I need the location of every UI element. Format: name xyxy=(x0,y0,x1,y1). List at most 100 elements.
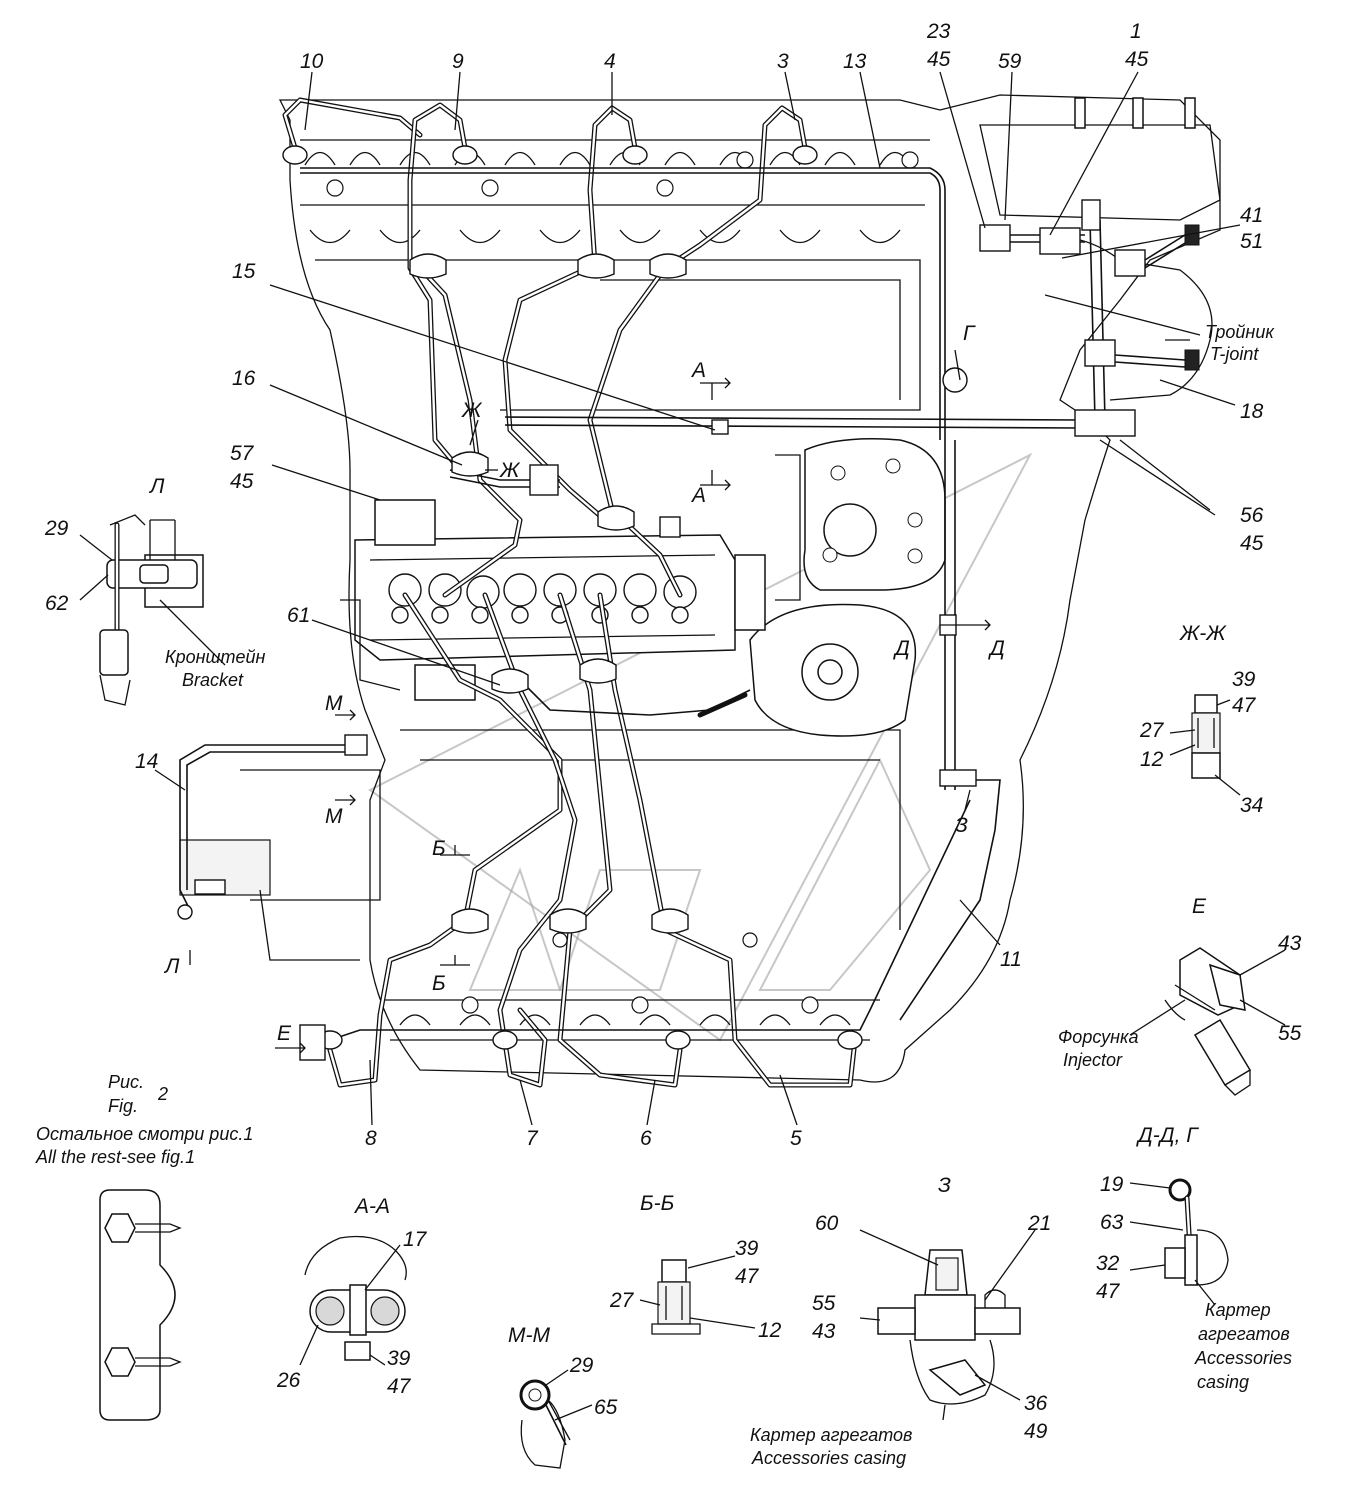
callout-41: 41 xyxy=(1240,204,1263,227)
caption-note-ru: Остальное смотри рис.1 xyxy=(36,1124,253,1144)
view-b-b-label-27: 27 xyxy=(609,1289,635,1312)
section-mark-g: Г xyxy=(963,322,976,345)
view-zh-label-47: 47 xyxy=(1232,694,1257,717)
injector-label-en: Injector xyxy=(1063,1050,1123,1070)
section-mark-b-bottom: Б xyxy=(432,972,446,995)
view-e-label-43: 43 xyxy=(1278,932,1302,955)
bracket-label-ru: Кронштейн xyxy=(165,647,265,667)
leader-lines xyxy=(154,71,1241,1126)
section-mark-l: Л xyxy=(163,955,180,978)
view-zh-label-34: 34 xyxy=(1240,794,1263,817)
detail-bracket-plate xyxy=(99,1189,182,1421)
callout-7: 7 xyxy=(526,1127,539,1150)
callout-45-left: 45 xyxy=(230,470,254,493)
section-mark-zh-right: Ж xyxy=(499,459,521,482)
section-mark-m-bottom: М xyxy=(325,805,343,828)
view-z: З 60 21 55 43 36 49 Картер агрегатов Acc… xyxy=(750,1174,1051,1468)
view-e-label-55: 55 xyxy=(1278,1022,1302,1045)
section-mark-d-left: Д xyxy=(893,637,910,660)
callout-5: 5 xyxy=(790,1127,802,1150)
view-d-label-47: 47 xyxy=(1096,1280,1121,1303)
fuel-pipes xyxy=(179,97,1106,1088)
callout-61: 61 xyxy=(287,604,310,627)
view-b-b: Б-Б 39 47 27 12 xyxy=(609,1192,782,1342)
view-d-label-19: 19 xyxy=(1100,1173,1124,1196)
view-b-b-title: Б-Б xyxy=(640,1192,674,1215)
callout-3: 3 xyxy=(777,50,789,73)
caption-ru: Рис. xyxy=(108,1072,144,1092)
view-a-a-label-26: 26 xyxy=(276,1369,301,1392)
figure-caption: Рис. 2 Fig. Остальное смотри рис.1 All t… xyxy=(35,1072,253,1167)
view-l: Л 29 62 Кронштейн Bracket xyxy=(44,475,265,706)
casing2-label-en-1: Accessories xyxy=(1194,1348,1292,1368)
callout-51: 51 xyxy=(1240,230,1263,253)
view-a-a-label-17: 17 xyxy=(403,1228,428,1251)
view-a-a-label-39: 39 xyxy=(387,1347,411,1370)
section-mark-d-right: Д xyxy=(988,637,1005,660)
callout-45-lower-right: 45 xyxy=(1240,532,1264,555)
casing2-label-ru-2: агрегатов xyxy=(1198,1324,1290,1344)
callout-4: 4 xyxy=(604,50,616,73)
view-zh-zh-title: Ж-Ж xyxy=(1179,622,1227,645)
callout-56: 56 xyxy=(1240,504,1264,527)
view-d-label-63: 63 xyxy=(1100,1211,1124,1234)
view-z-label-36: 36 xyxy=(1024,1392,1048,1415)
clamps-and-fittings xyxy=(177,145,1200,1061)
view-d-label-32: 32 xyxy=(1096,1252,1120,1275)
view-b-b-label-12: 12 xyxy=(758,1319,782,1342)
tee-label-en: T-joint xyxy=(1210,344,1259,364)
callout-59: 59 xyxy=(998,50,1022,73)
casing-label-en: Accessories casing xyxy=(751,1448,906,1468)
view-z-label-55: 55 xyxy=(812,1292,836,1315)
view-z-label-49: 49 xyxy=(1024,1420,1048,1443)
view-m-m-label-65: 65 xyxy=(594,1396,618,1419)
view-m-m: М-М 29 65 xyxy=(508,1324,618,1469)
view-z-label-43: 43 xyxy=(812,1320,836,1343)
section-mark-e: Е xyxy=(277,1022,292,1045)
view-l-label-62: 62 xyxy=(45,592,69,615)
callout-23: 23 xyxy=(926,20,951,43)
view-z-title: З xyxy=(938,1174,951,1197)
callout-9: 9 xyxy=(452,50,464,73)
view-e-title: Е xyxy=(1192,895,1207,918)
section-mark-a-bottom: А xyxy=(690,484,706,507)
view-z-label-21: 21 xyxy=(1027,1212,1051,1235)
callout-1: 1 xyxy=(1130,20,1142,43)
fuel-injection-pump xyxy=(340,499,766,701)
view-zh-label-27: 27 xyxy=(1139,719,1165,742)
view-l-title: Л xyxy=(148,475,165,498)
callout-18: 18 xyxy=(1240,400,1264,423)
view-a-a: А-А 17 26 39 47 xyxy=(276,1195,428,1398)
callout-14: 14 xyxy=(135,750,158,773)
caption-number: 2 xyxy=(157,1084,168,1104)
section-mark-zh-top: Ж xyxy=(461,399,483,422)
callout-45-top: 45 xyxy=(927,48,951,71)
callout-13: 13 xyxy=(843,50,867,73)
view-b-b-label-47: 47 xyxy=(735,1265,760,1288)
section-mark-m-top: М xyxy=(325,692,343,715)
injector-label-ru: Форсунка xyxy=(1058,1027,1139,1047)
section-mark-a-top: А xyxy=(690,359,706,382)
engine-block xyxy=(179,94,1221,1083)
callout-8: 8 xyxy=(365,1127,377,1150)
callout-16: 16 xyxy=(232,367,256,390)
bracket-label-en: Bracket xyxy=(182,670,244,690)
callout-10: 10 xyxy=(300,50,324,73)
callout-57: 57 xyxy=(230,442,255,465)
caption-note-en: All the rest-see fig.1 xyxy=(35,1147,195,1167)
casing2-label-ru-1: Картер xyxy=(1205,1300,1271,1320)
section-mark-b-top: Б xyxy=(432,837,446,860)
caption-en: Fig. xyxy=(108,1096,138,1116)
view-b-b-label-39: 39 xyxy=(735,1237,759,1260)
view-zh-label-39: 39 xyxy=(1232,668,1256,691)
view-zh-label-12: 12 xyxy=(1140,748,1164,771)
section-mark-z: З xyxy=(955,814,968,837)
callout-15: 15 xyxy=(232,260,256,283)
callout-11: 11 xyxy=(1000,948,1022,971)
view-d-d-g: Д-Д, Г 19 63 32 47 Картер агрегатов Acce… xyxy=(1096,1124,1292,1392)
view-d-d-g-title: Д-Д, Г xyxy=(1136,1124,1199,1147)
view-zh-zh: Ж-Ж 39 47 27 12 34 xyxy=(1139,622,1263,817)
callout-45-right: 45 xyxy=(1125,48,1149,71)
